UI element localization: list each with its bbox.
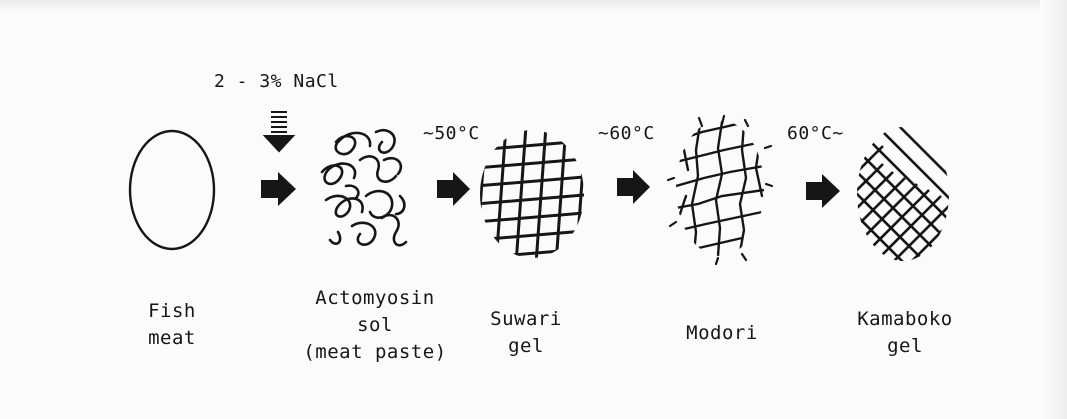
stage-label-line: Modori	[672, 320, 772, 347]
stage-label-modori: Modori	[672, 320, 772, 347]
stage-label-suwari-gel: Suwari gel	[476, 306, 576, 360]
salt-addition-arrow	[265, 112, 293, 151]
stage-label-line: gel	[850, 333, 960, 360]
transition-temp-1: ~50°C	[423, 124, 480, 144]
stage-label-kamaboko-gel: Kamaboko gel	[850, 306, 960, 360]
stage-label-line: Fish	[122, 298, 222, 325]
process-arrow-3	[617, 170, 650, 204]
process-arrow-2	[437, 172, 470, 206]
process-arrow-1	[261, 172, 296, 206]
transition-temp-2: ~60°C	[598, 124, 655, 144]
stage-label-line: Kamaboko	[850, 306, 960, 333]
stage-label-line: Suwari	[476, 306, 576, 333]
stage-label-line: meat	[122, 325, 222, 352]
salt-label: 2 - 3% NaCl	[214, 72, 339, 92]
stage-label-actomyosin-sol: Actomyosin sol (meat paste)	[290, 285, 460, 366]
process-arrow-4	[806, 174, 840, 208]
fish-meat-shape	[130, 131, 214, 249]
transition-temp-3: 60°C~	[787, 124, 844, 144]
stage-label-fish-meat: Fish meat	[122, 298, 222, 352]
suwari-gel-network	[476, 122, 606, 264]
stage-label-line: (meat paste)	[290, 339, 460, 366]
actomyosin-strands	[322, 130, 406, 245]
stage-label-line: sol	[290, 312, 460, 339]
stage-label-line: gel	[476, 333, 576, 360]
stage-label-line: Actomyosin	[290, 285, 460, 312]
modori-network	[668, 116, 772, 264]
